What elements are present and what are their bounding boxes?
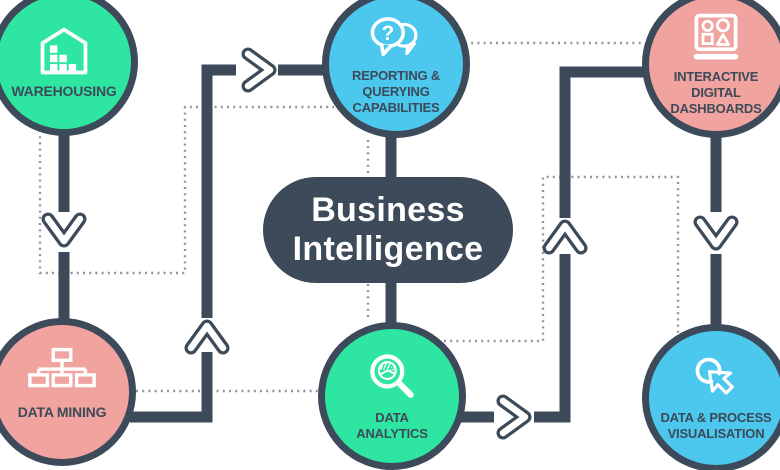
warehouse-boxes-icon (40, 28, 88, 75)
business-intelligence-pill: Business Intelligence (263, 177, 513, 283)
arrow-chevrons (41, 47, 739, 440)
dotted-connectors (38, 41, 680, 393)
node-reporting-querying: ? REPORTING & QUERYING CAPABILITIES (322, 0, 470, 138)
node-label: DATA & PROCESS VISUALISATION (660, 410, 772, 441)
arrow-right-icon (241, 47, 277, 93)
node-interactive-digital-dashboards: INTERACTIVE DIGITAL DASHBOARDS (642, 0, 780, 138)
node-label: DATA ANALYTICS (356, 410, 428, 441)
arrow-down-icon (693, 215, 739, 251)
node-label: INTERACTIVE DIGITAL DASHBOARDS (670, 69, 762, 116)
speech-bubbles-question-icon: ? (370, 17, 418, 57)
node-data-mining: DATA MINING (0, 318, 136, 466)
dotted-warehousing-to-reporting (38, 105, 334, 275)
line-analytics-right-up (534, 254, 571, 423)
diagram-title: Business Intelligence (292, 190, 484, 268)
line-mining-right-up (130, 352, 213, 423)
node-data-process-visualisation: DATA & PROCESS VISUALISATION (642, 324, 780, 470)
node-warehousing: WAREHOUSING (0, 0, 138, 136)
dashboard-laptop-icon (693, 13, 739, 60)
node-label: WAREHOUSING (11, 83, 117, 100)
arrow-up-icon (184, 319, 230, 355)
node-data-analytics: DATA ANALYTICS (318, 322, 466, 470)
arrow-down-icon (41, 212, 87, 248)
line-up-to-dashboards (559, 66, 644, 218)
svg-text:?: ? (381, 22, 394, 45)
arrow-right-icon (496, 394, 532, 440)
node-label: DATA MINING (17, 404, 107, 421)
cursor-click-icon (695, 357, 734, 395)
arrow-up-icon (542, 219, 588, 255)
hierarchy-org-chart-icon (28, 348, 96, 388)
line-up-to-reporting (201, 64, 236, 318)
node-label: REPORTING & QUERYING CAPABILITIES (351, 68, 441, 115)
magnifier-pie-chart-icon (370, 354, 414, 398)
solid-connectors (58, 64, 722, 423)
